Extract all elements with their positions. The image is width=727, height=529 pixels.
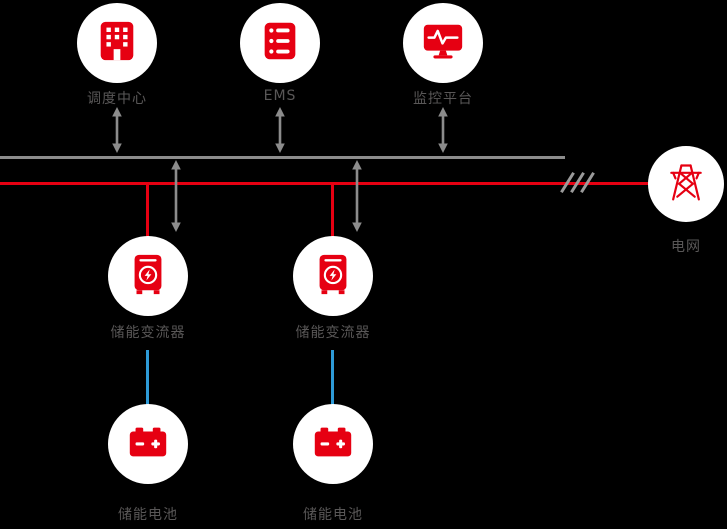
transmission-tower-icon bbox=[664, 160, 708, 208]
building-icon bbox=[94, 18, 140, 68]
battery-icon bbox=[125, 419, 171, 469]
node-label: EMS bbox=[263, 88, 297, 104]
double-arrow-icon bbox=[111, 107, 123, 153]
node-converter-1 bbox=[108, 236, 188, 316]
double-arrow-icon bbox=[351, 160, 363, 232]
node-monitoring-platform bbox=[403, 3, 483, 83]
node-power-grid bbox=[648, 146, 724, 222]
node-label: 储能电池 bbox=[303, 507, 363, 523]
double-arrow-icon bbox=[274, 107, 286, 153]
converter-bolt-icon bbox=[125, 251, 171, 301]
power-connector-line bbox=[331, 183, 334, 237]
node-battery-1 bbox=[108, 404, 188, 484]
node-label: 监控平台 bbox=[413, 91, 473, 107]
node-label: 储能变流器 bbox=[295, 325, 371, 341]
monitor-waveform-icon bbox=[420, 18, 466, 68]
node-label: 储能变流器 bbox=[110, 325, 186, 341]
node-converter-2 bbox=[293, 236, 373, 316]
server-icon bbox=[257, 18, 303, 68]
node-label: 调度中心 bbox=[87, 91, 147, 107]
communication-bus-line bbox=[0, 156, 565, 159]
node-label: 储能电池 bbox=[118, 507, 178, 523]
node-label: 电网 bbox=[671, 239, 701, 255]
double-arrow-icon bbox=[170, 160, 182, 232]
dc-connector-line bbox=[146, 350, 149, 405]
dc-connector-line bbox=[331, 350, 334, 405]
node-dispatch-center bbox=[77, 3, 157, 83]
power-connector-line bbox=[146, 183, 149, 237]
double-arrow-icon bbox=[437, 107, 449, 153]
battery-icon bbox=[310, 419, 356, 469]
node-battery-2 bbox=[293, 404, 373, 484]
converter-bolt-icon bbox=[310, 251, 356, 301]
power-bus-line bbox=[0, 182, 650, 185]
node-ems bbox=[240, 3, 320, 83]
